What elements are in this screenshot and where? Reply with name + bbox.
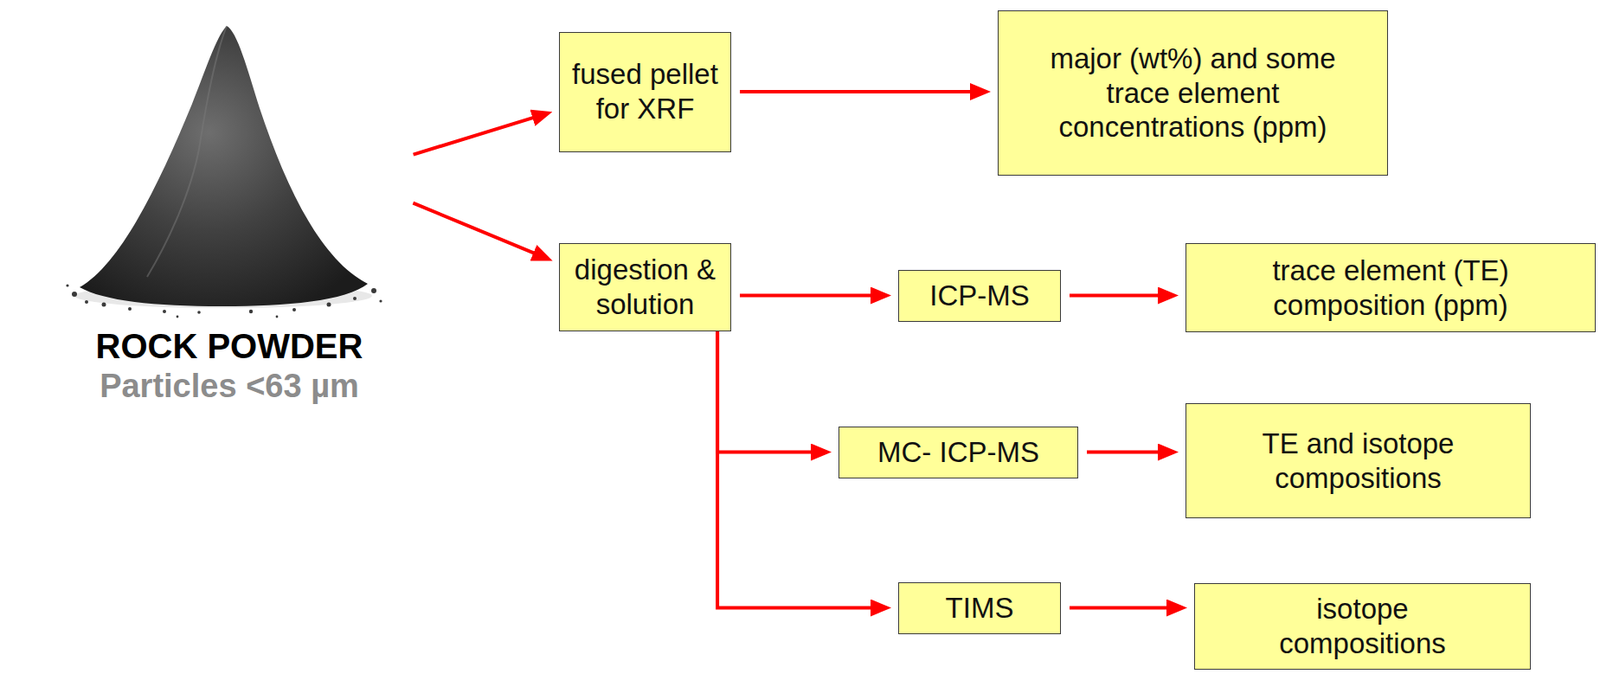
box-label: trace element (TE) composition (ppm) [1243,253,1538,322]
box-label: major (wt%) and some trace element conce… [1033,41,1354,145]
process-box: fused pellet for XRF [559,32,732,153]
box-label: digestion & solution [570,252,720,322]
flow-arrow [412,203,545,258]
caption-subtitle: Particles <63 µm [99,366,360,407]
powder-pile [79,25,368,307]
image-caption-group: ROCK POWDERParticles <63 µm [51,17,407,416]
process-box: MC- ICP-MS [838,426,1079,479]
flow-arrow [1069,606,1179,611]
powder-highlight [147,25,227,277]
process-box: isotope compositions [1194,583,1531,670]
flow-arrow [1086,450,1170,455]
flow-arrow [739,89,983,94]
box-label: isotope compositions [1267,591,1459,661]
process-box: major (wt%) and some trace element conce… [997,10,1388,176]
flow-arrow [1069,294,1170,298]
process-box: TIMS [898,582,1061,635]
process-box: TE and isotope compositions [1185,403,1531,519]
process-box: trace element (TE) composition (ppm) [1185,243,1596,333]
flow-arrow [739,294,883,298]
flow-arrow [413,114,545,155]
box-label: TIMS [945,591,1015,626]
process-box: ICP-MS [898,269,1061,322]
caption-title: ROCK POWDER [96,325,364,367]
box-label: ICP-MS [929,278,1030,314]
process-box: digestion & solution [559,243,732,332]
box-label: MC- ICP-MS [877,435,1040,470]
powder-grains [65,283,382,318]
box-label: fused pellet for XRF [570,57,720,126]
flow-arrow [717,331,823,453]
box-label: TE and isotope compositions [1237,426,1480,495]
